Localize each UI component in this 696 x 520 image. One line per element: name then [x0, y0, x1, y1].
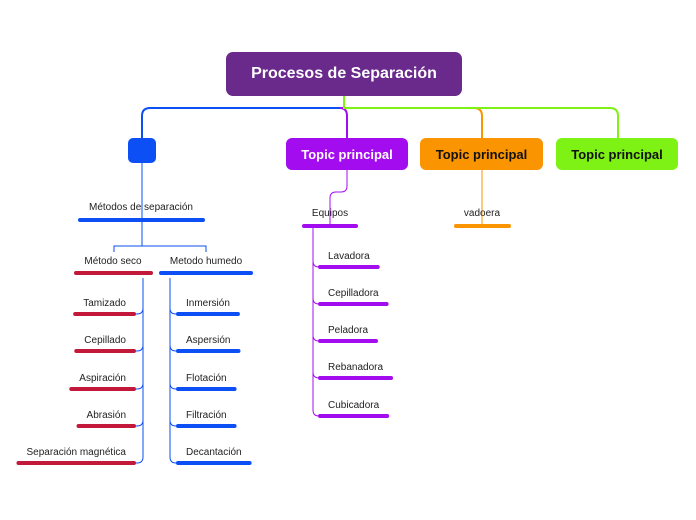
leaf-equipos-cepilladora[interactable]: Cepilladora — [328, 288, 379, 299]
central-topic-label: Procesos de Separación — [251, 65, 437, 82]
leaf-equipos-cubicadora[interactable]: Cubicadora — [328, 400, 380, 411]
subtopic-metodo-humedo[interactable]: Metodo humedo — [169, 256, 243, 267]
connector-central-topic-green — [343, 96, 619, 138]
underlines-seco-items — [16, 312, 136, 465]
connector-metodos-split — [113, 220, 207, 252]
humedo-leaf-connector — [169, 278, 178, 315]
connector-topic-equipos — [329, 170, 348, 225]
connectors-seco-items — [134, 278, 144, 464]
main-topic-green[interactable]: Topic principal — [556, 138, 678, 170]
humedo-leaf-connector — [169, 278, 178, 464]
connector-central-topic-orange — [343, 96, 483, 138]
underlines-humedo-items — [176, 312, 252, 465]
leaf-equipos-peladora[interactable]: Peladora — [328, 325, 369, 336]
connector-central-topic-blue — [141, 96, 345, 138]
leaf-seco-cepillado[interactable]: Cepillado — [84, 335, 126, 346]
subtopic-vadoera[interactable]: vadoera — [463, 208, 501, 219]
equipos-leaf-connector — [312, 228, 320, 268]
leaf-humedo-decantacion[interactable]: Decantación — [186, 447, 242, 458]
main-topic-purple-label: Topic principal — [301, 146, 393, 162]
leaf-humedo-inmersion[interactable]: Inmersión — [186, 298, 230, 309]
leaf-humedo-aspersion[interactable]: Aspersión — [186, 335, 231, 346]
subtopic-metodo-seco[interactable]: Método seco — [84, 256, 142, 267]
leaf-equipos-lavadora[interactable]: Lavadora — [328, 251, 370, 262]
leaf-humedo-flotacion[interactable]: Flotación — [186, 373, 227, 384]
humedo-leaf-connector — [169, 278, 178, 390]
connector-central-topic-purple — [339, 96, 348, 138]
main-topic-green-label: Topic principal — [571, 146, 663, 162]
main-topic-purple[interactable]: Topic principal — [286, 138, 408, 170]
seco-leaf-connector — [134, 278, 144, 390]
leaf-equipos-rebanadora[interactable]: Rebanadora — [328, 362, 384, 373]
leaf-seco-tamizado[interactable]: Tamizado — [83, 298, 126, 309]
connectors-equipos-items — [312, 228, 320, 417]
main-topic-orange[interactable]: Topic principal — [420, 138, 543, 170]
main-topic-orange-label: Topic principal — [435, 146, 528, 162]
seco-leaf-connector — [134, 278, 144, 464]
leaf-seco-abrasion[interactable]: Abrasión — [86, 410, 126, 421]
leaf-seco-separacion-magnetica[interactable]: Separación magnética — [26, 447, 126, 458]
leaf-seco-aspiracion[interactable]: Aspiración — [79, 373, 126, 384]
central-topic[interactable]: Procesos de Separación — [226, 52, 462, 96]
subtopic-equipos[interactable]: Equipos — [311, 208, 349, 219]
leaf-humedo-filtracion[interactable]: Filtración — [186, 410, 227, 421]
equipos-leaf-connector — [312, 228, 320, 417]
underlines-equipos-items — [318, 265, 394, 418]
subtopic-metodos-separacion[interactable]: Métodos de separación — [89, 202, 193, 213]
equipos-leaf-connector — [312, 228, 320, 342]
main-topic-blue[interactable] — [128, 138, 156, 163]
seco-leaf-connector — [134, 278, 144, 315]
connectors-humedo-items — [169, 278, 178, 464]
